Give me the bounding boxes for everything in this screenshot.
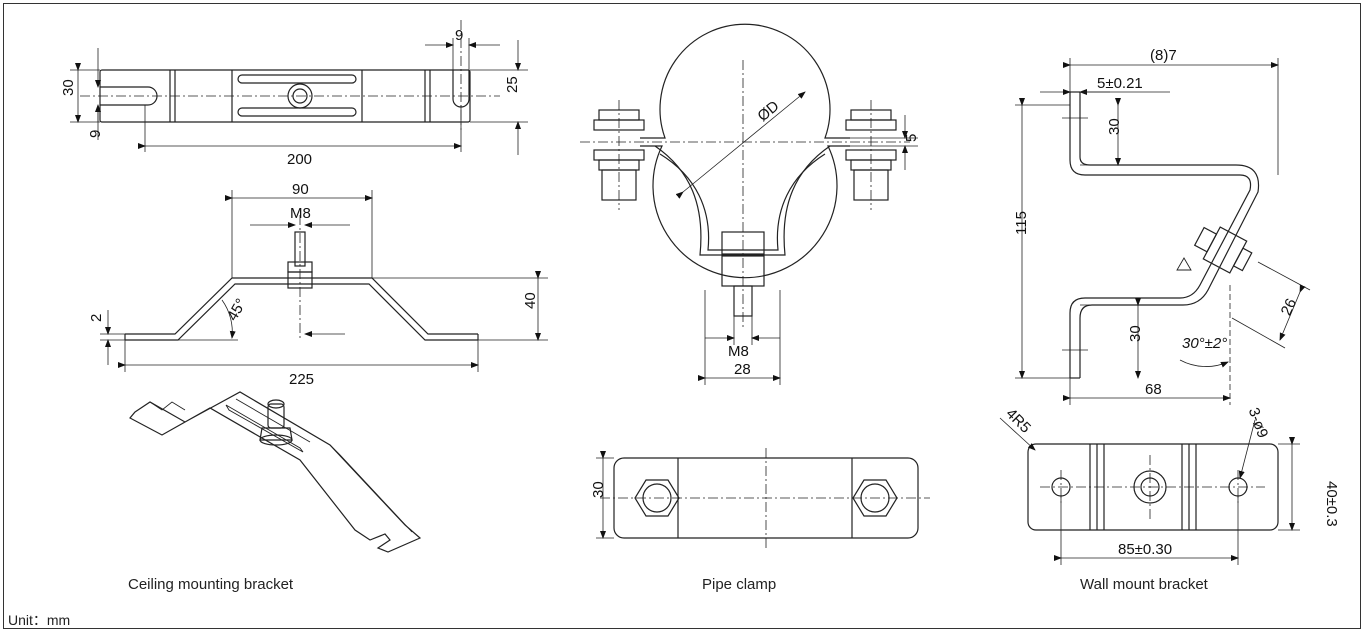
- dim-height-115: 115: [1013, 211, 1030, 235]
- unit-label: Unit：mm: [8, 612, 71, 628]
- ceiling-side-view: [100, 190, 548, 372]
- dim-upper-30: 30: [1106, 118, 1123, 135]
- pipe-clamp-front-view: [580, 23, 918, 385]
- wall-side-view: [1015, 58, 1311, 405]
- dim-slot-width: 9: [455, 27, 463, 44]
- dim-corner-radius: 4R5: [1002, 405, 1033, 436]
- caption-wall-bracket: Wall mount bracket: [1080, 576, 1208, 593]
- dim-thickness-5: 5±0.21: [1097, 75, 1143, 92]
- dim-flange-5: 5: [903, 134, 920, 142]
- dim-depth-68: 68: [1145, 381, 1162, 398]
- dim-pipe-m8: M8: [728, 343, 749, 360]
- dim-hole-spacing: 85±0.30: [1118, 541, 1172, 558]
- drawing-frame: [3, 3, 1361, 629]
- pipe-clamp-bottom-view: [596, 448, 930, 548]
- caption-ceiling-bracket: Ceiling mounting bracket: [128, 576, 294, 593]
- dim-bend-angle: 30°±2°: [1182, 335, 1227, 352]
- dim-height-40: 40: [522, 292, 539, 309]
- dim-end-25: 25: [504, 76, 521, 93]
- dim-top-width: 30: [60, 79, 77, 96]
- dim-plate-height: 40±0.3: [1323, 481, 1340, 527]
- ceiling-top-view: [70, 20, 528, 155]
- dim-length-225: 225: [289, 371, 314, 388]
- dim-lower-30: 30: [1127, 325, 1144, 342]
- dim-pipe-30: 30: [590, 481, 607, 498]
- dim-diameter: ØD: [754, 97, 782, 125]
- dim-flat-90: 90: [292, 181, 309, 198]
- caption-pipe-clamp: Pipe clamp: [702, 576, 777, 593]
- dim-width-87: (8)7: [1150, 47, 1177, 64]
- dim-bolt-m8: M8: [290, 205, 311, 222]
- dim-bend-26: 26: [1278, 296, 1300, 318]
- dim-angle-45: 45°: [224, 296, 250, 324]
- dim-slot-9: 9: [87, 130, 104, 138]
- dim-pipe-28: 28: [734, 361, 751, 378]
- wall-front-view: [999, 417, 1300, 565]
- dim-length-200: 200: [287, 151, 312, 168]
- ceiling-isometric: [129, 391, 422, 553]
- dim-holes: 3-ø9: [1245, 405, 1272, 440]
- dim-thickness-2: 2: [88, 314, 105, 322]
